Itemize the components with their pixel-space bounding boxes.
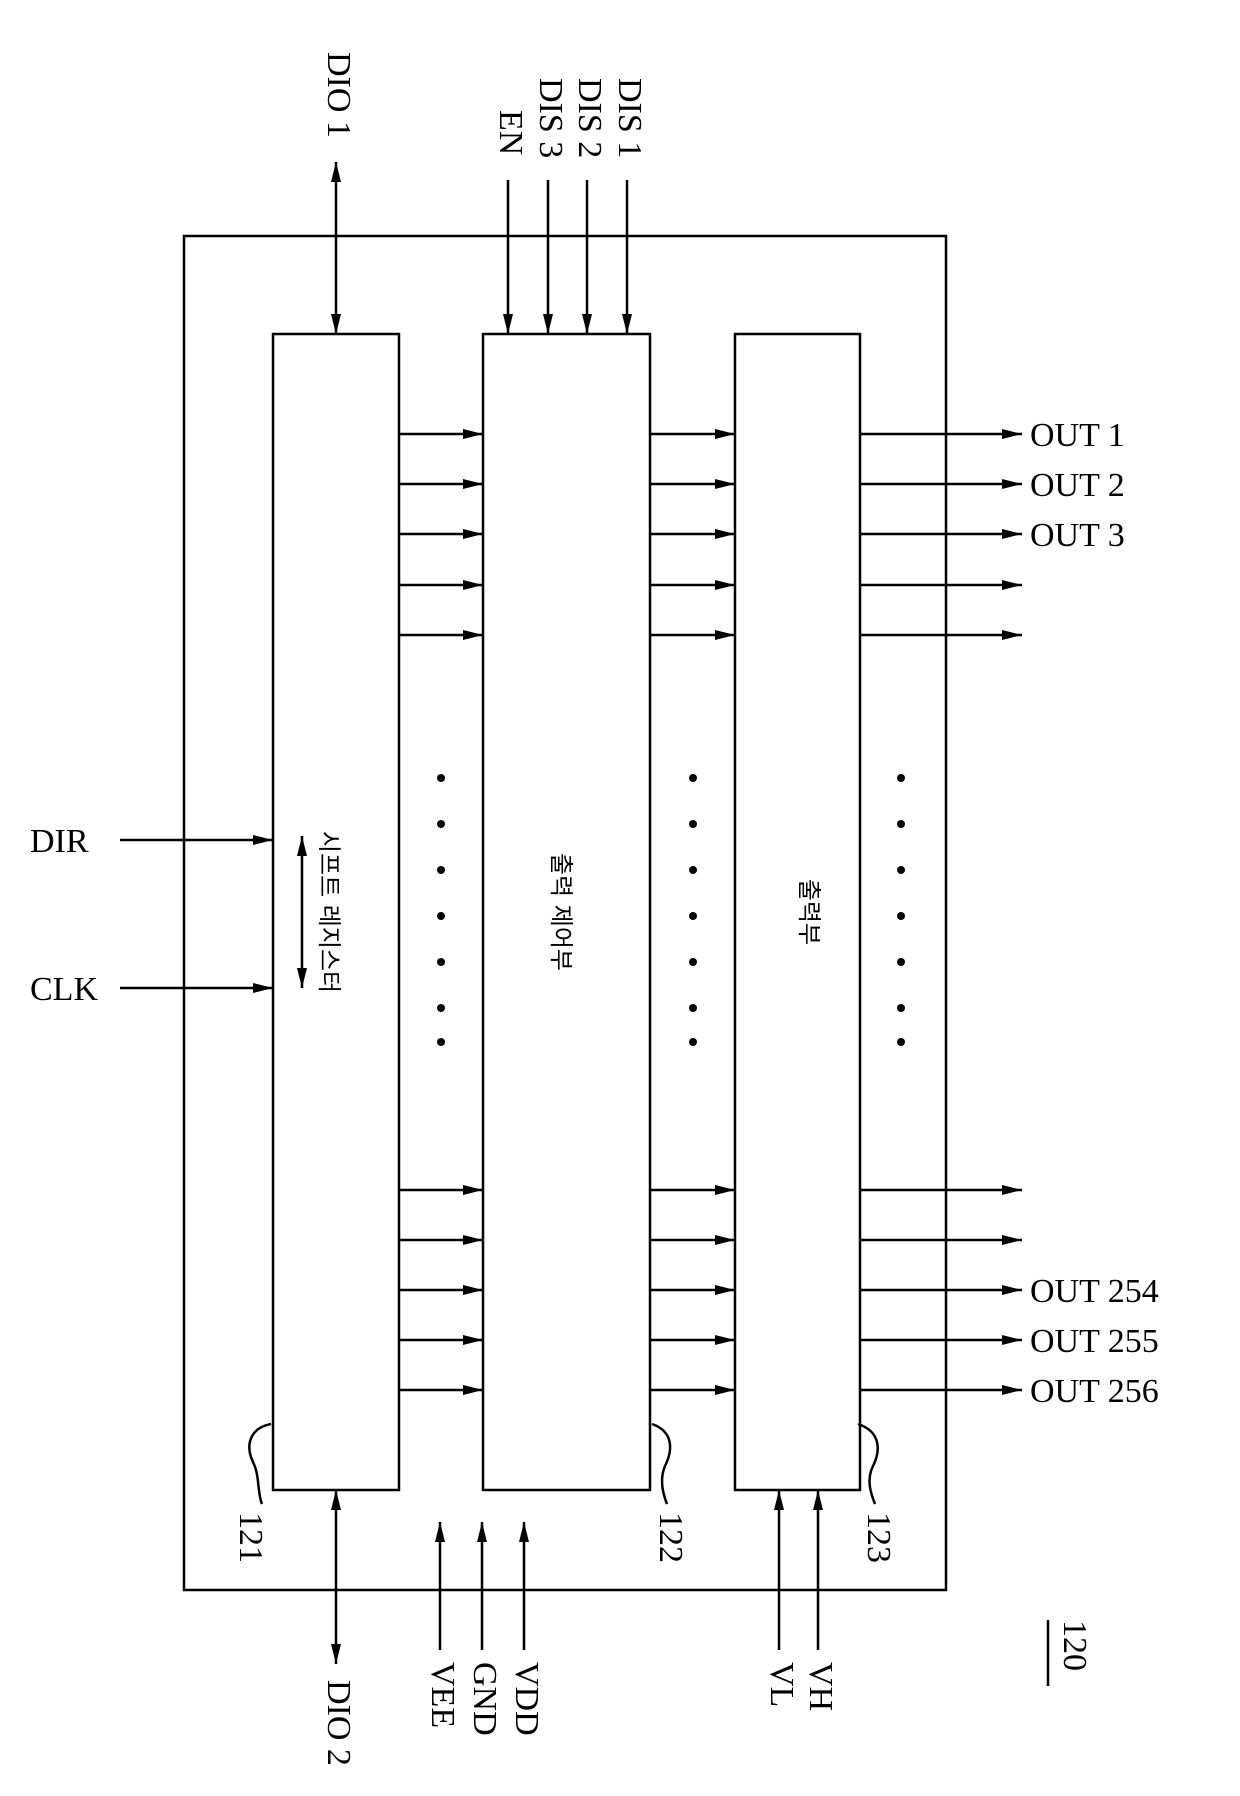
ref-121-label: 121	[232, 1512, 269, 1563]
clk-label: CLK	[30, 971, 98, 1008]
dis2-label: DIS 2	[571, 78, 608, 158]
out3-label: OUT 3	[1030, 517, 1125, 554]
out2-label: OUT 2	[1030, 467, 1125, 504]
out256-label: OUT 256	[1030, 1373, 1159, 1410]
vl-label: VL	[763, 1662, 800, 1707]
dis1-label: DIS 1	[611, 78, 648, 158]
output-control-label: 출력 제어부	[547, 853, 575, 971]
figure-number: 120	[1048, 1620, 1093, 1686]
en-label: EN	[492, 110, 529, 155]
figure-number-label: 120	[1056, 1620, 1093, 1671]
dis3-label: DIS 3	[532, 78, 569, 158]
ref-121-leader	[249, 1424, 271, 1504]
output-unit-label: 출력부	[795, 879, 823, 945]
out1-label: OUT 1	[1030, 417, 1125, 454]
vee-label: VEE	[424, 1662, 461, 1728]
dir-label: DIR	[30, 823, 89, 860]
dio2-label: DIO 2	[320, 1680, 357, 1766]
dio1-label: DIO 1	[320, 52, 357, 138]
vh-label: VH	[802, 1662, 839, 1711]
shift-register-label: 시프트 레지스터	[315, 831, 343, 993]
oc-to-ou-arrows	[650, 434, 735, 1390]
out255-label: OUT 255	[1030, 1323, 1159, 1360]
ref-123-label: 123	[860, 1512, 897, 1563]
ref-122-label: 122	[652, 1512, 689, 1563]
output-arrows	[860, 434, 1022, 1390]
ref-122-leader	[652, 1424, 670, 1504]
gnd-label: GND	[466, 1662, 503, 1736]
vdd-label: VDD	[508, 1662, 545, 1736]
out254-label: OUT 254	[1030, 1273, 1159, 1310]
